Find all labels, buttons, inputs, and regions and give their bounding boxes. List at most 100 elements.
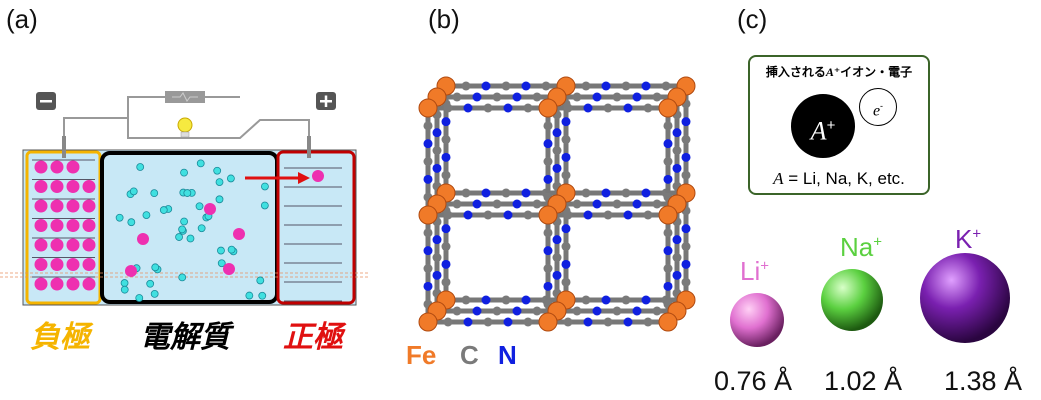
lithium-ion: [137, 233, 149, 245]
nitrogen-atom: [481, 188, 491, 198]
nitrogen-atom: [561, 117, 571, 127]
nitrogen-atom: [432, 128, 442, 138]
lithium-ion: [233, 228, 245, 240]
carbon-atom: [652, 92, 662, 102]
lithium-ion: [66, 219, 80, 232]
lithium-ion: [82, 199, 96, 213]
carbon-atom: [532, 92, 542, 102]
nitrogen-atom: [472, 306, 482, 316]
solvent-molecule: [142, 211, 151, 219]
solvent-molecule: [215, 195, 224, 204]
solvent-molecule: [226, 174, 235, 183]
nitrogen-atom: [432, 163, 442, 173]
carbon-atom: [663, 157, 673, 166]
solvent-molecule: [129, 187, 138, 196]
nitrogen-atom: [681, 117, 691, 127]
na-ion-label: Na+: [840, 232, 883, 262]
cation-symbol: A: [810, 116, 827, 146]
nitrogen-atom: [681, 259, 691, 269]
carbon-atom: [523, 317, 533, 327]
nitrogen-atom: [672, 235, 682, 245]
na-ion-sphere: [821, 269, 883, 331]
lithium-ion: [82, 180, 96, 193]
solvent-molecule: [217, 259, 226, 268]
solvent-molecule: [178, 225, 187, 234]
carbon-atom: [423, 264, 433, 273]
carbon-atom: [621, 295, 631, 305]
na-ion-radius: 1.02 Å: [824, 366, 903, 396]
nitrogen-atom: [552, 270, 562, 280]
equation-rest: = Li, Na, K, etc.: [783, 169, 905, 188]
inset-equation: A = Li, Na, K, etc.: [750, 169, 928, 189]
nitrogen-atom: [592, 92, 602, 102]
nitrogen-atom: [512, 92, 522, 102]
carbon-atom: [561, 277, 571, 287]
carbon-atom: [581, 295, 591, 305]
carbon-atom: [492, 199, 502, 209]
lithium-ion: [34, 277, 48, 291]
nitrogen-atom: [583, 210, 593, 220]
carbon-atom: [681, 135, 691, 144]
nitrogen-atom: [552, 163, 562, 173]
nitrogen-atom: [521, 81, 531, 91]
minus-terminal-button: [36, 92, 56, 110]
nitrogen-atom: [623, 317, 633, 327]
iron-atom: [538, 205, 558, 225]
solvent-molecule: [115, 213, 124, 222]
cation-circle: A+: [791, 94, 855, 158]
carbon-atom: [661, 81, 671, 91]
carbon-atom: [643, 210, 653, 220]
carbon-atom: [612, 306, 622, 316]
lithium-ion: [50, 277, 64, 291]
nitrogen-atom: [463, 317, 473, 327]
solvent-molecule: [120, 285, 129, 294]
electron-charge: -: [880, 101, 884, 111]
li-ion-label: Li+: [740, 256, 770, 286]
carbon-atom: [672, 146, 682, 155]
nitrogen-atom: [681, 152, 691, 162]
solvent-molecule: [136, 163, 145, 171]
nitrogen-atom: [561, 259, 571, 269]
plus-terminal-button: [316, 92, 336, 110]
iron-atom: [658, 312, 678, 332]
solvent-molecule: [180, 217, 189, 226]
carbon-atom: [543, 228, 553, 238]
lithium-ion: [82, 219, 96, 232]
nitrogen-atom: [441, 224, 451, 234]
nitrogen-atom: [623, 210, 633, 220]
anode-lithium-ions: [32, 159, 96, 291]
carbon-atom: [441, 135, 451, 144]
nitrogen-atom: [641, 81, 651, 91]
solvent-molecule: [150, 290, 159, 298]
lithium-ion: [82, 238, 96, 252]
nitrogen-atom: [623, 103, 633, 113]
lithium-ion: [34, 219, 48, 232]
nitrogen-atom: [481, 81, 491, 91]
carbon-atom: [603, 103, 613, 113]
electron-circle: e-: [859, 88, 897, 126]
k-ion-label: K+: [955, 224, 982, 254]
carbon-atom: [443, 103, 453, 113]
prussian-blue-lattice: [418, 76, 696, 332]
carbon-atom: [612, 92, 622, 102]
solvent-molecule: [186, 234, 195, 243]
cation-charge: +: [826, 117, 836, 134]
nitrogen-atom: [441, 117, 451, 127]
carbon-atom: [572, 306, 582, 316]
nitrogen-atom: [521, 188, 531, 198]
carbon-atom: [461, 81, 471, 91]
carbon-atom: [681, 242, 691, 251]
light-bulb-icon: [177, 117, 193, 138]
iron-atom: [538, 312, 558, 332]
carbon-atom: [432, 253, 442, 262]
panel-label-c: (c): [737, 4, 768, 34]
carbon-atom: [681, 170, 691, 180]
carbon-atom: [543, 121, 553, 131]
carbon-atom: [492, 306, 502, 316]
carbon-atom: [543, 157, 553, 166]
nitrogen-atom: [481, 295, 491, 305]
inset-title-post: ⁺イオン・電子: [833, 65, 913, 79]
positive-electrode-label: 正極: [283, 320, 343, 355]
